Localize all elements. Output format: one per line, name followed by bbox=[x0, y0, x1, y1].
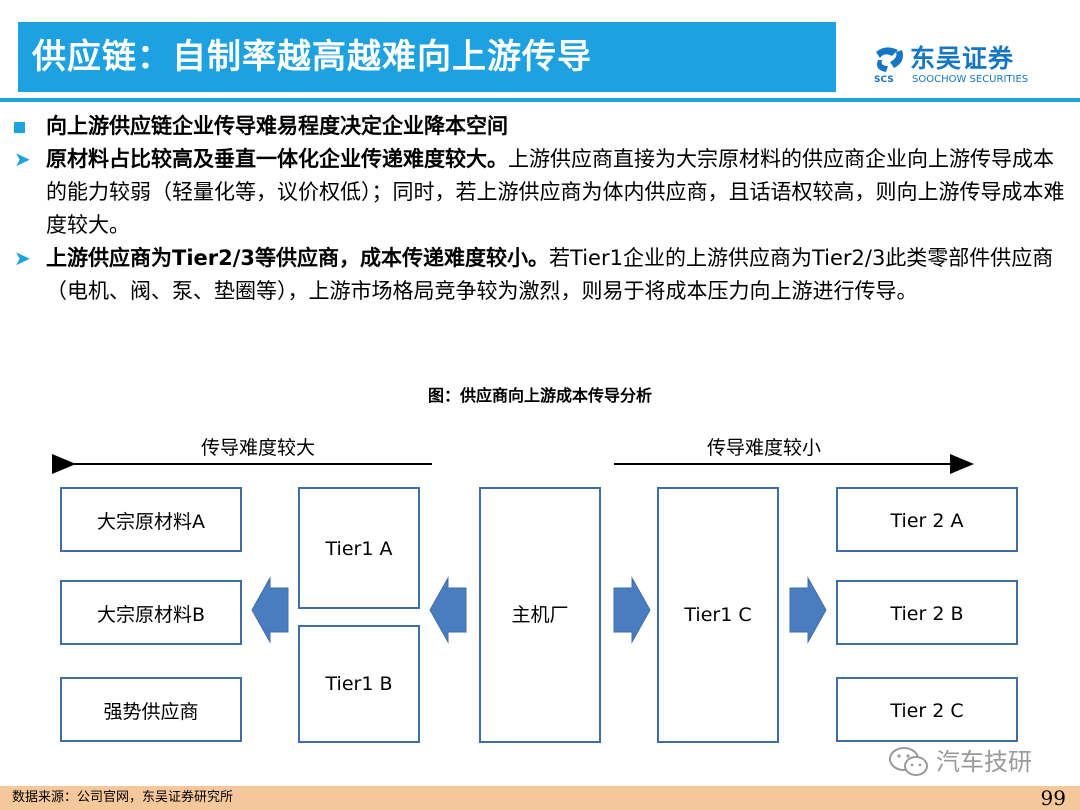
watermark-text: 汽车技研 bbox=[936, 748, 1032, 776]
bullet-item: ➤ 原材料占比较高及垂直一体化企业传递难度较大。上游供应商直接为大宗原材料的供应… bbox=[14, 143, 1070, 242]
bullet-bold: 上游供应商为Tier2/3等供应商，成本传递难度较小。 bbox=[46, 246, 550, 270]
figure-title: 图：供应商向上游成本传导分析 bbox=[427, 386, 652, 405]
header-rule bbox=[0, 98, 1080, 102]
bullet-bold: 向上游供应链企业传导难易程度决定企业降本空间 bbox=[46, 114, 508, 138]
svg-text:Tier1 B: Tier1 B bbox=[325, 673, 393, 695]
supply-chain-diagram: 传导难度较大 传导难度较小 大宗原材料A 大宗原材料B 强势供应商 Tier1 … bbox=[52, 437, 1018, 743]
wechat-icon bbox=[889, 747, 928, 776]
oem-box: 主机厂 bbox=[479, 487, 601, 743]
bullet-text: 若Tier1企业的上游供应商为Tier2/3此类零部件供应商（电机、阀、泵、垫圈… bbox=[46, 246, 1054, 303]
tier2-b-box: Tier 2 B bbox=[836, 580, 1018, 645]
svg-text:SCS: SCS bbox=[874, 75, 894, 84]
left-arrow-label: 传导难度较大 bbox=[201, 437, 315, 459]
tier2-c-box: Tier 2 C bbox=[836, 677, 1018, 742]
tier1-c-box: Tier1 C bbox=[657, 487, 779, 743]
svg-text:主机厂: 主机厂 bbox=[511, 604, 568, 626]
raw-material-box: 大宗原材料A bbox=[60, 487, 242, 552]
page-number: 99 bbox=[1040, 786, 1066, 810]
svg-text:Tier 2 A: Tier 2 A bbox=[890, 510, 964, 532]
footer-bar: 数据来源：公司官网，东吴证券研究所 99 bbox=[0, 786, 1080, 810]
chevron-right-icon: ➤ bbox=[14, 246, 31, 270]
bullet-item: ➤ 上游供应商为Tier2/3等供应商，成本传递难度较小。若Tier1企业的上游… bbox=[14, 242, 1070, 308]
tier1-a-box: Tier1 A bbox=[298, 487, 420, 609]
page-title: 供应链：自制率越高越难向上游传导 bbox=[32, 37, 592, 77]
bullet-bold: 原材料占比较高及垂直一体化企业传递难度较大。 bbox=[46, 147, 508, 171]
strong-supplier-box: 强势供应商 bbox=[60, 677, 242, 742]
square-icon bbox=[14, 110, 25, 143]
logo-english-name: SOOCHOW SECURITIES bbox=[912, 74, 1029, 85]
tier2-a-box: Tier 2 A bbox=[836, 487, 1018, 552]
logo-chinese-name: 东吴证券 bbox=[910, 44, 1015, 73]
flow-arrow-left-icon bbox=[251, 576, 289, 644]
bullet-item: 向上游供应链企业传导难易程度决定企业降本空间 bbox=[14, 110, 1070, 143]
svg-text:Tier 2 B: Tier 2 B bbox=[889, 603, 963, 625]
svg-text:大宗原材料A: 大宗原材料A bbox=[97, 511, 205, 533]
chevron-right-icon: ➤ bbox=[14, 147, 31, 171]
svg-text:强势供应商: 强势供应商 bbox=[103, 701, 198, 723]
svg-text:大宗原材料B: 大宗原材料B bbox=[97, 604, 205, 626]
bullet-list: 向上游供应链企业传导难易程度决定企业降本空间 ➤ 原材料占比较高及垂直一体化企业… bbox=[14, 110, 1070, 308]
soochow-logo-icon: SCS bbox=[874, 47, 903, 84]
bullet-text: 上游供应商直接为大宗原材料的供应商企业向上游传导成本的能力较弱（轻量化等，议价权… bbox=[46, 147, 1065, 237]
right-arrow-label: 传导难度较小 bbox=[707, 437, 821, 459]
title-bar: 供应链：自制率越高越难向上游传导 bbox=[18, 22, 836, 92]
tier1-b-box: Tier1 B bbox=[298, 625, 420, 743]
raw-material-box: 大宗原材料B bbox=[60, 580, 242, 645]
svg-text:Tier 2 C: Tier 2 C bbox=[889, 700, 963, 722]
data-source: 数据来源：公司官网，东吴证券研究所 bbox=[12, 790, 234, 805]
flow-arrow-left-icon bbox=[429, 576, 467, 644]
svg-text:Tier1 A: Tier1 A bbox=[325, 538, 393, 560]
flow-arrow-right-icon bbox=[789, 576, 827, 644]
svg-text:Tier1 C: Tier1 C bbox=[683, 604, 751, 626]
company-logo: SCS 东吴证券 SOOCHOW SECURITIES bbox=[872, 44, 1062, 86]
flow-arrow-right-icon bbox=[613, 576, 651, 644]
